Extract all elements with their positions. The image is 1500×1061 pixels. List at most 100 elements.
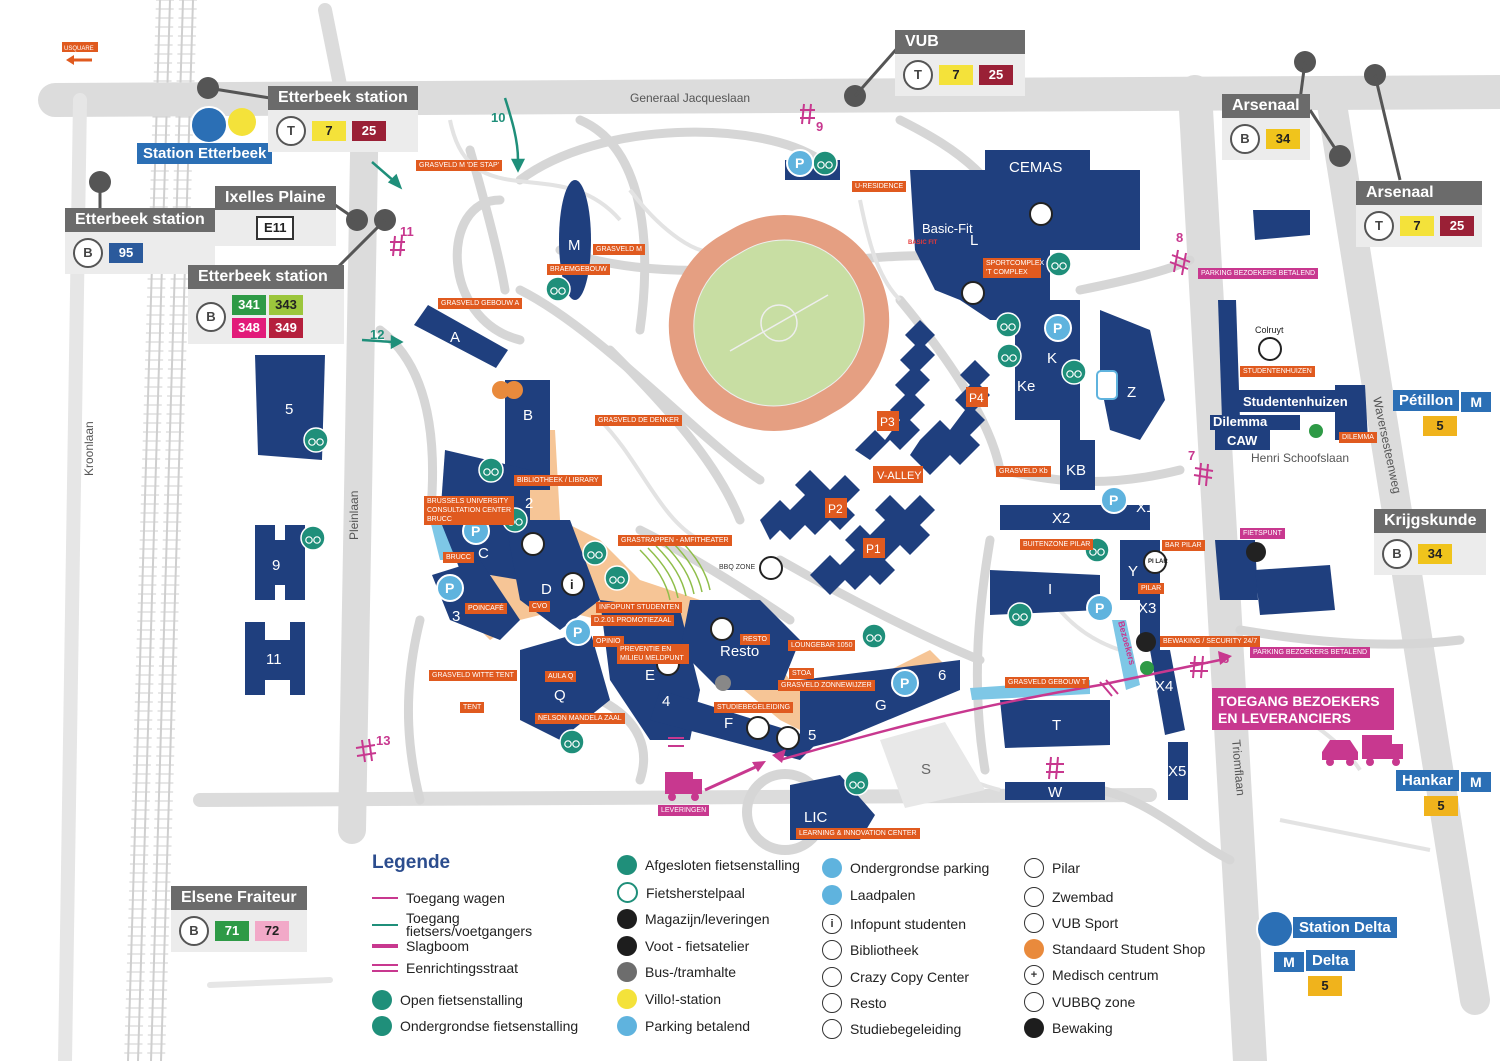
label-grasveld-kb: GRASVELD Kb [996,466,1051,477]
magenta-arrows [772,651,1232,763]
legend-item-sport: VUB Sport [1024,913,1118,933]
legend-item-parking: Parking betalend [617,1016,750,1036]
label-x2: X2 [1052,510,1070,527]
line-badge: 71 [215,921,249,941]
stop-etterbeek-bottom[interactable]: Etterbeek station B 341 343 348 349 [188,265,344,344]
parking-p-icon [1044,314,1072,342]
label-colruyt: Colruyt [1255,325,1284,335]
label-3: 3 [452,608,460,625]
label-bar-pilar: BAR PILAR [1162,540,1205,551]
bike-wheel [866,634,874,642]
stop-etterbeek-left[interactable]: Etterbeek station B 95 [65,208,215,274]
legend-label: Open fietsenstalling [400,992,523,1008]
bike-underground-icon [372,1016,392,1036]
bike-wheel [1008,323,1016,331]
legend-item-charging: Laadpalen [822,885,915,905]
label-z: Z [1127,384,1136,401]
bike-wheel [483,468,491,476]
stop-arsenaal-tram[interactable]: Arsenaal T 7 25 [1356,181,1482,247]
station-etterbeek[interactable]: Station Etterbeek [137,143,273,164]
parking-p-icon [1100,486,1128,514]
label-x3: X3 [1138,600,1156,617]
tram-icon: T [1364,211,1394,241]
legend-label: Crazy Copy Center [850,969,970,985]
metro-line: 5 [1423,416,1457,436]
stop-etterbeek-top[interactable]: Etterbeek station T 7 25 [268,86,418,152]
label-p4: P4 [969,391,984,405]
legend-item-voot: Voot - fietsatelier [617,936,749,956]
label-q: Q [554,687,566,704]
info-icon: i [570,577,574,592]
metro-m-icon: M [1272,950,1306,974]
legend-label: Infopunt studenten [850,916,966,932]
arrow-teal-icon [372,924,398,926]
bike-wheel [1000,323,1008,331]
label-u: U [843,156,854,173]
legend-item-one-way: Eenrichtingsstraat [372,960,518,976]
label-w: W [1048,784,1063,801]
line-badge: 341 [232,295,266,315]
label-grasveld-t: GRASVELD GEBOUW T [1005,677,1090,688]
legend-label: Pilar [1052,860,1081,876]
label-aula-q: AULA Q [545,671,577,682]
legend-label: Ondergrondse fietsenstalling [400,1018,579,1034]
medical-icon [1140,661,1154,675]
bike-wheel [874,634,882,642]
stop-vub[interactable]: VUB T 7 25 [895,30,1025,96]
delivery-truck-wheel-2 [691,793,699,801]
voot-icon [1246,542,1266,562]
legend-item-barrier: Slagboom [372,938,469,954]
label-u-residence: U-RESIDENCE [852,181,907,192]
metro-line: 5 [1308,976,1342,996]
stop-arsenaal-bus[interactable]: Arsenaal B 34 [1222,94,1310,160]
pedestrian-arrows [361,97,526,350]
bus-icon: B [1230,124,1260,154]
label-grasveld-witte: GRASVELD WITTE TENT [429,670,517,681]
legend-title: Legende [372,852,451,873]
label-tent: TENT [460,702,485,713]
label-11: 11 [266,651,282,668]
label-grasveld-a: GRASVELD GEBOUW A [438,298,523,309]
label-9: 9 [272,557,280,574]
bike-wheel [572,740,580,748]
legend-item-security: Bewaking [1024,1018,1113,1038]
bike-wheel [491,468,499,476]
legend-label: Ondergrondse parking [850,860,990,876]
bike-wheel [564,740,572,748]
bike-wheel [313,536,321,544]
line-badge: 34 [1418,544,1452,564]
bike-parking-icon [604,565,630,591]
stop-krijgskunde[interactable]: Krijgskunde B 34 [1374,509,1487,575]
stop-name: VUB [895,30,1025,54]
storage-icon [617,909,637,929]
bus-icon: B [73,238,103,268]
label-b: B [523,407,533,424]
label-stoa: STOA [789,668,814,679]
legend-item-bike-underground: Ondergrondse fietsenstalling [372,1016,578,1036]
label-cvo: CVO [529,601,551,612]
metro-m-icon: M [1459,390,1494,414]
stop-elsene-fraiteur[interactable]: Elsene Fraiteur B 71 72 [171,886,307,952]
parking-p-glyph: P [1053,320,1062,336]
station-delta[interactable]: Station Delta [1293,917,1397,938]
legend-label: Bus-/tramhalte [645,964,737,980]
toegang-text: TOEGANG BEZOEKERS EN LEVERANCIERS [1218,693,1380,726]
legend-label: VUBBQ zone [1052,994,1136,1010]
bike-wheel [316,438,324,446]
stop-ixelles-plaine[interactable]: Ixelles Plaine E11 [215,186,336,246]
bike-wheel [515,518,523,526]
swim-icon [1024,887,1044,907]
label-a: A [450,329,460,346]
bike-closed-icon [617,855,637,875]
label-loungebar: LOUNGEBAR 1050 [788,640,856,651]
label-5-center: 5 [808,727,816,744]
label-p3: P3 [880,415,895,429]
parking-p-glyph: P [471,523,480,539]
parking-p-icon [786,149,814,177]
legend-item-arrow-teal: Toegang fietsers/voetgangers [372,911,536,938]
access-6: 6 [1222,651,1229,666]
